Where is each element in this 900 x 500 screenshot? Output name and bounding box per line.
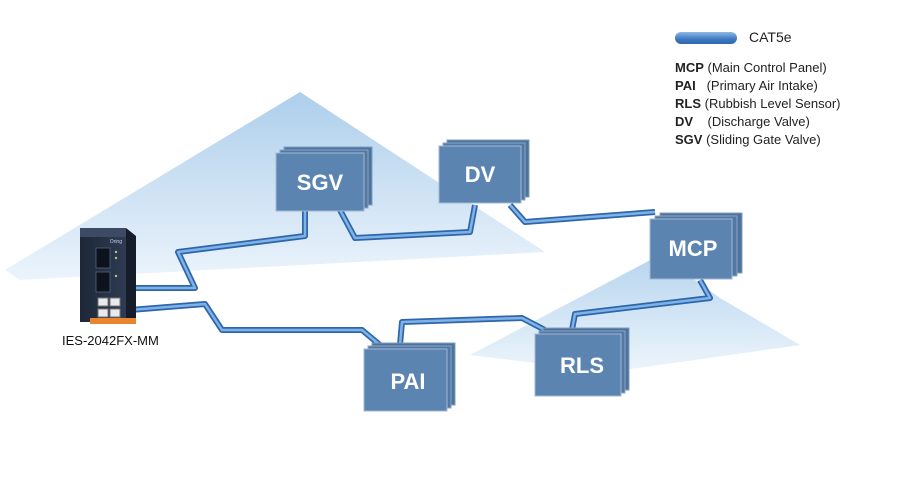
legend-abbr-desc: (Main Control Panel) (707, 60, 827, 75)
legend-abbr-desc: (Rubbish Level Sensor) (704, 96, 841, 111)
legend-abbr-desc: (Discharge Valve) (707, 114, 810, 129)
node-dv-label: DV (465, 162, 496, 187)
fiber-port-1 (95, 247, 111, 269)
legend-abbr-sgv: SGV (Sliding Gate Valve) (675, 132, 821, 147)
cables (129, 203, 713, 348)
legend-cable-swatch (675, 32, 737, 44)
legend-cable-label: CAT5e (749, 29, 792, 45)
cable-switch-pai (129, 301, 382, 348)
ethernet-port-3 (97, 308, 109, 318)
device-brand: Oring (110, 239, 122, 245)
node-sgv[interactable]: SGV (275, 146, 373, 212)
device-caption: IES-2042FX-MM (62, 333, 159, 348)
node-rls-label: RLS (560, 353, 604, 378)
node-mcp[interactable]: MCP (649, 212, 743, 280)
node-pai-label: PAI (390, 369, 425, 394)
legend-abbr-dv: DV (Discharge Valve) (675, 114, 810, 129)
legend-abbr-code: SGV (675, 132, 703, 147)
node-sgv-label: SGV (297, 170, 344, 195)
legend-abbr-code: RLS (675, 96, 701, 111)
legend-abbr-pai: PAI (Primary Air Intake) (675, 78, 818, 93)
switch-device[interactable]: Oring (80, 228, 136, 324)
legend-abbr-rls: RLS (Rubbish Level Sensor) (675, 96, 840, 111)
node-dv[interactable]: DV (438, 139, 530, 204)
ethernet-port-2 (109, 297, 121, 307)
fiber-port-2 (95, 271, 111, 293)
legend-abbr-mcp: MCP (Main Control Panel) (675, 60, 827, 75)
legend-abbr-desc: (Sliding Gate Valve) (706, 132, 821, 147)
ethernet-port-1 (97, 297, 109, 307)
node-rls[interactable]: RLS (534, 327, 630, 397)
legend-abbr-code: DV (675, 114, 694, 129)
node-mcp-label: MCP (669, 236, 718, 261)
legend-abbr-code: PAI (675, 78, 696, 93)
ethernet-port-4 (109, 308, 121, 318)
zone-right (470, 255, 800, 372)
legend-abbr-desc: (Primary Air Intake) (706, 78, 818, 93)
legend-abbr-code: MCP (675, 60, 704, 75)
node-pai[interactable]: PAI (363, 342, 456, 412)
